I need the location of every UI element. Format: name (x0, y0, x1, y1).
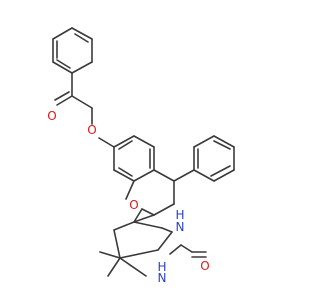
bond (113, 221, 135, 231)
bond (169, 244, 182, 255)
bond (125, 180, 135, 200)
bond (133, 208, 143, 223)
bond (52, 27, 73, 40)
bond (133, 221, 163, 229)
nh-upper-label-n: N (176, 220, 185, 234)
bond (133, 135, 155, 148)
atom-labels: O O O H N H N O (47, 109, 209, 285)
bond (107, 257, 121, 277)
bond (99, 251, 121, 259)
bond (113, 135, 135, 148)
bond (52, 61, 73, 74)
bond (153, 203, 175, 216)
bond (71, 95, 93, 109)
nh-lower-label-n: N (158, 271, 167, 285)
bond (141, 208, 155, 216)
bond (180, 244, 193, 253)
bond (113, 169, 135, 182)
bond (71, 61, 93, 74)
bond (119, 249, 159, 259)
bond-inner (213, 140, 231, 150)
bond (54, 91, 70, 101)
bond (213, 169, 235, 182)
bond-inner (56, 59, 71, 69)
bond-inner (118, 167, 133, 177)
bond (133, 169, 155, 182)
bond-inner (74, 33, 89, 43)
bond (98, 137, 115, 148)
bonds (52, 27, 235, 277)
bond (133, 214, 155, 223)
bond (193, 169, 215, 182)
bond-inner (118, 140, 133, 150)
bond (71, 27, 93, 40)
bond (193, 135, 215, 148)
ether-oxygen-label: O (87, 123, 96, 137)
bond (113, 229, 121, 259)
ring-oxygen-label: O (129, 198, 138, 212)
urea-oxygen-label: O (200, 259, 209, 273)
bond (153, 169, 175, 182)
chemical-structure: O O O H N H N O (47, 27, 235, 285)
bond (56, 95, 73, 106)
bond (161, 227, 173, 233)
bond (119, 257, 147, 277)
bond (157, 231, 173, 251)
bond-inner (210, 165, 231, 177)
bond (173, 169, 195, 182)
carbonyl-oxygen-label: O (47, 109, 56, 123)
bond (213, 135, 235, 148)
nh-lower-label-h: H (157, 260, 166, 274)
nh-upper-label-h: H (175, 208, 184, 222)
